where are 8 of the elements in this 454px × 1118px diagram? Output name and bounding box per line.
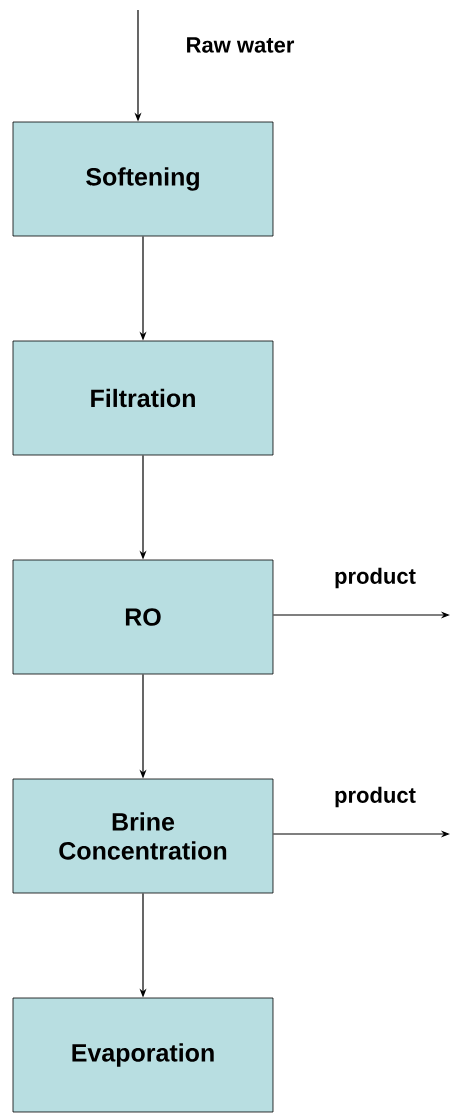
process-box: Softening	[12, 121, 274, 237]
edge-label: product	[333, 566, 417, 590]
edge-label: product	[333, 785, 417, 809]
process-box: Filtration	[12, 340, 274, 456]
edge-label: Raw water	[184, 36, 296, 54]
process-box: RO	[12, 559, 274, 675]
process-box: Brine Concentration	[12, 778, 274, 894]
process-box: Evaporation	[12, 997, 274, 1113]
